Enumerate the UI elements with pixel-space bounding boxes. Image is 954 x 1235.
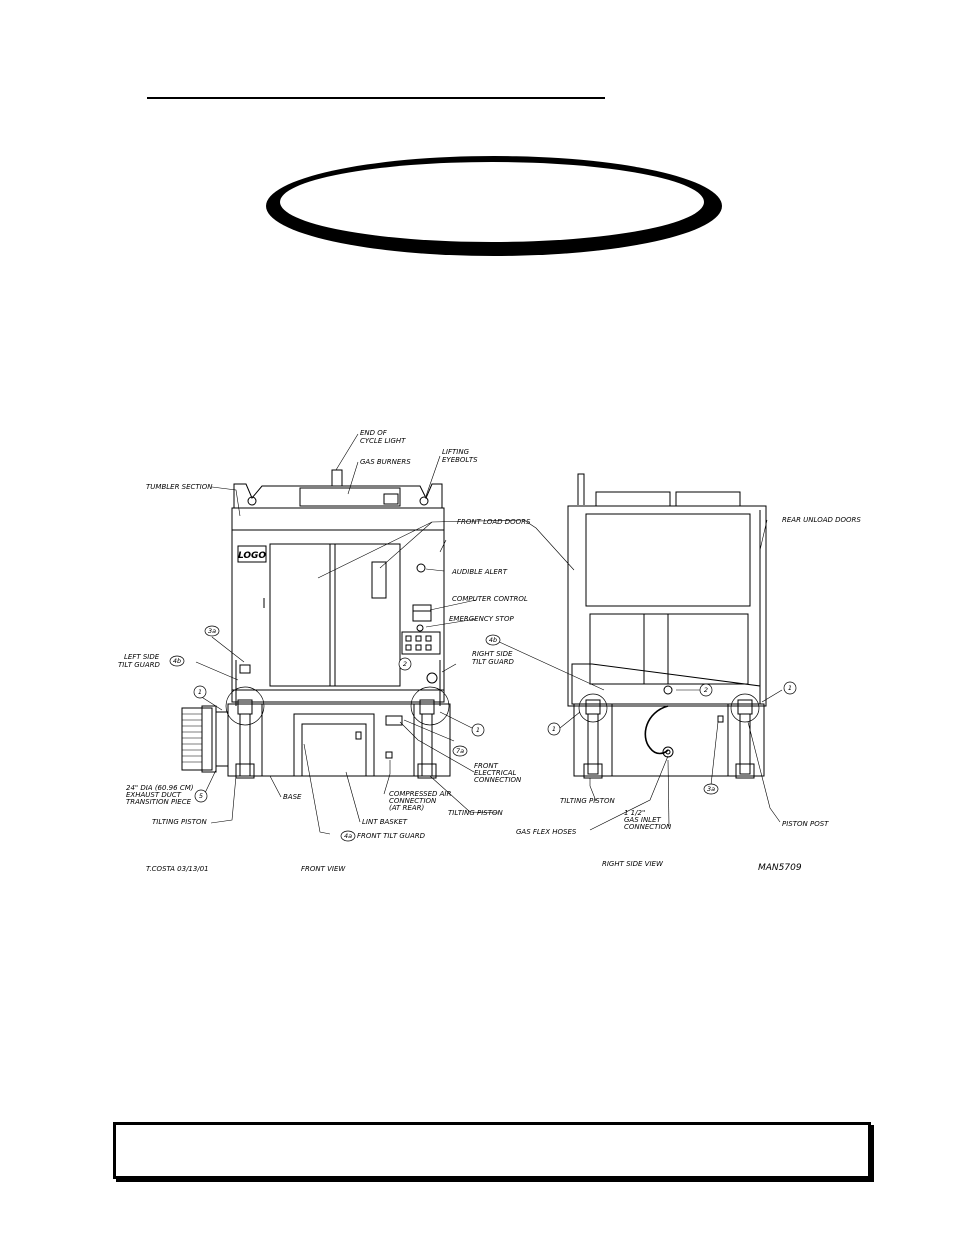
caption-drawing-number: MAN5709	[758, 863, 802, 873]
label-gas-flex-hoses: GAS FLEX HOSES	[516, 828, 577, 836]
label-compressed-air: COMPRESSED AIR CONNECTION (AT REAR)	[389, 790, 454, 812]
label-tumbler-section: TUMBLER SECTION	[146, 483, 213, 491]
drawing-svg: LOGO END OF CYCLE LIGHT GAS BURNERS LIFT…	[118, 429, 861, 873]
bubble-2-front: 2	[403, 660, 407, 668]
bubble-1-front-right: 1	[476, 726, 480, 734]
label-exhaust-duct: 24" DIA (60.96 CM) EXHAUST DUCT TRANSITI…	[126, 784, 196, 806]
label-tilting-piston-center: TILTING PISTON	[448, 809, 504, 817]
caption-front-view: FRONT VIEW	[301, 865, 346, 873]
label-gas-inlet: 1 1/2" GAS INLET CONNECTION	[624, 809, 672, 831]
footer-box	[113, 1122, 871, 1179]
label-lifting-eyebolts: LIFTING EYEBOLTS	[442, 448, 478, 464]
bubble-1-side-right: 1	[788, 684, 792, 692]
header-rule	[147, 97, 605, 99]
caption-right-side-view: RIGHT SIDE VIEW	[602, 860, 664, 868]
label-front-electrical: FRONT ELECTRICAL CONNECTION	[474, 762, 522, 784]
label-lint-basket: LINT BASKET	[362, 818, 408, 826]
label-emergency-stop: EMERGENCY STOP	[449, 615, 514, 623]
label-tilting-piston-right: TILTING PISTON	[560, 797, 616, 805]
caption-author: T.COSTA 03/13/01	[146, 865, 209, 873]
label-audible-alert: AUDIBLE ALERT	[451, 568, 508, 576]
bubble-1-side-left: 1	[552, 725, 556, 733]
logo-text: LOGO	[238, 551, 266, 561]
bubble-3a-side: 3a	[707, 785, 715, 793]
bubble-3a-top: 3a	[208, 627, 216, 635]
label-right-side-tilt-guard: RIGHT SIDE TILT GUARD	[472, 650, 515, 666]
label-end-of-cycle-light: END OF CYCLE LIGHT	[360, 429, 406, 445]
bubble-4b-right: 4b	[489, 636, 497, 644]
bubble-4b-left: 4b	[173, 657, 181, 665]
label-rear-unload-doors: REAR UNLOAD DOORS	[782, 516, 861, 524]
label-left-side-tilt-guard: LEFT SIDE TILT GUARD	[118, 653, 161, 669]
bubble-7a: 7a	[456, 747, 464, 755]
title-oval	[266, 156, 722, 256]
label-tilting-piston-left: TILTING PISTON	[152, 818, 208, 826]
bubble-5: 5	[199, 792, 203, 800]
bubble-2-side: 2	[704, 686, 708, 694]
dryer-technical-drawing: LOGO END OF CYCLE LIGHT GAS BURNERS LIFT…	[110, 420, 880, 890]
bubble-1-left: 1	[198, 688, 202, 696]
label-front-load-doors: FRONT LOAD DOORS	[457, 518, 531, 526]
label-piston-post: PISTON POST	[782, 820, 829, 828]
bubble-4a: 4a	[344, 832, 352, 840]
label-gas-burners: GAS BURNERS	[360, 458, 411, 466]
label-front-tilt-guard: FRONT TILT GUARD	[357, 832, 426, 840]
label-computer-control: COMPUTER CONTROL	[452, 595, 528, 603]
label-base: BASE	[283, 793, 302, 801]
